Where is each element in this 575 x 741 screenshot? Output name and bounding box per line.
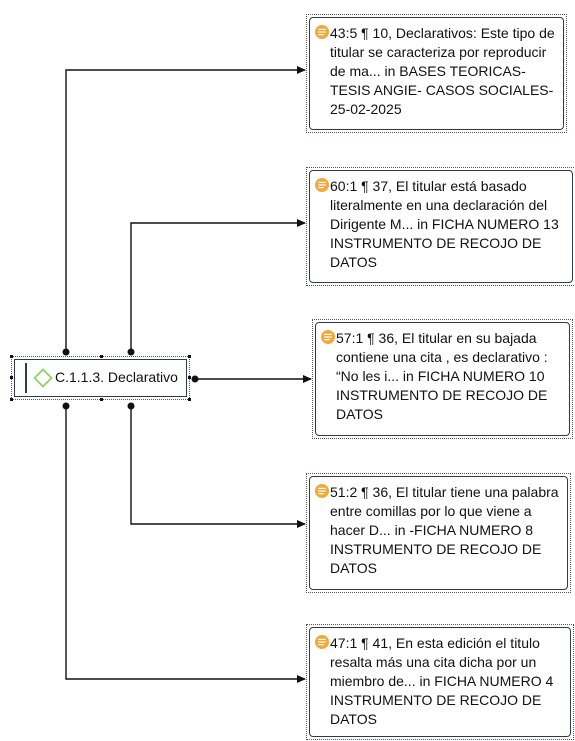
selection-handle[interactable]	[100, 398, 103, 401]
link-endpoint	[62, 402, 70, 410]
quotation-node-4[interactable]: 51:2 ¶ 36, El titular tiene una palabra …	[306, 473, 571, 593]
quotation-text: 60:1 ¶ 37, El titular está basado litera…	[330, 178, 559, 270]
code-label: C.1.1.3. Declarativo	[55, 369, 178, 385]
quotation-node-5[interactable]: 47:1 ¶ 41, En esta edición el titulo res…	[306, 624, 574, 740]
selection-handle[interactable]	[10, 376, 13, 379]
quotation-text: 57:1 ¶ 36, El titular en su bajada conti…	[336, 330, 548, 422]
selection-handle[interactable]	[188, 376, 191, 379]
quotation-icon	[321, 330, 335, 344]
link-endpoint	[127, 348, 135, 356]
link-endpoint	[191, 375, 199, 383]
quotation-text: 47:1 ¶ 41, En esta edición el titulo res…	[330, 635, 554, 727]
quotation-node-1[interactable]: 43:5 ¶ 10, Declarativos: Este tipo de ti…	[306, 14, 567, 133]
quotation-icon	[315, 178, 329, 192]
quotation-icon	[315, 635, 329, 649]
link-to-quote-1[interactable]	[62, 66, 306, 356]
code-node[interactable]: C.1.1.3. Declarativo	[10, 355, 191, 401]
link-to-quote-2[interactable]	[127, 219, 306, 356]
selection-handle[interactable]	[188, 355, 191, 358]
quotation-text: 51:2 ¶ 36, El titular tiene una palabra …	[330, 484, 559, 576]
selection-handle[interactable]	[100, 355, 103, 358]
quotation-node-2[interactable]: 60:1 ¶ 37, El titular está basado litera…	[306, 167, 575, 286]
selection-handle[interactable]	[10, 398, 13, 401]
code-node-bar	[25, 363, 27, 393]
selection-handle[interactable]	[10, 355, 13, 358]
quotation-node-3[interactable]: 57:1 ¶ 36, El titular en su bajada conti…	[312, 319, 573, 439]
link-to-quote-5[interactable]	[62, 402, 306, 683]
quotation-icon	[315, 484, 329, 498]
link-endpoint	[127, 402, 135, 410]
quotation-icon	[315, 25, 329, 39]
link-endpoint	[62, 348, 70, 356]
link-to-quote-3[interactable]	[191, 375, 312, 383]
quotation-text: 43:5 ¶ 10, Declarativos: Este tipo de ti…	[330, 25, 555, 117]
link-to-quote-4[interactable]	[127, 402, 306, 528]
selection-handle[interactable]	[188, 398, 191, 401]
diamond-icon	[33, 368, 53, 388]
